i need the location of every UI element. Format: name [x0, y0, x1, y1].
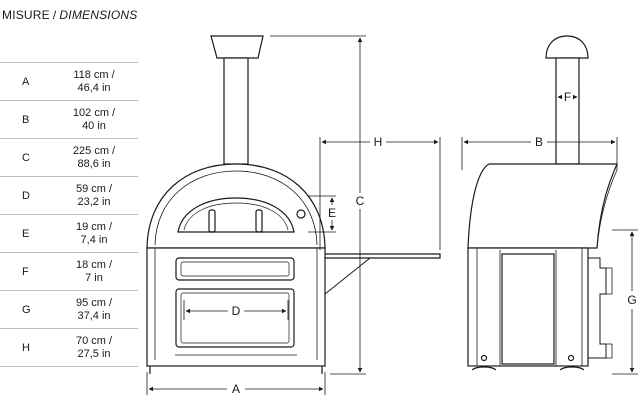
value-in: 40 in	[82, 119, 106, 132]
label-E: E	[328, 206, 336, 220]
table-row: D 59 cm /23,2 in	[0, 177, 138, 215]
table-row: A 118 cm /46,4 in	[0, 63, 138, 101]
oven-mouth	[177, 197, 295, 233]
value-cm: 19 cm /	[75, 220, 113, 233]
value-cm: 18 cm /	[75, 258, 113, 271]
title-italian: MISURE	[2, 8, 50, 22]
value-cm: 225 cm /	[72, 144, 116, 157]
dimension-letter: B	[22, 113, 30, 126]
front-view	[146, 35, 441, 374]
label-H: H	[374, 135, 383, 149]
side-shelf	[325, 253, 441, 259]
value-in: 46,4 in	[77, 81, 111, 94]
table-row: G 95 cm /37,4 in	[0, 291, 138, 329]
value-cm: 118 cm /	[73, 68, 115, 81]
label-C: C	[356, 194, 365, 208]
wood-drawer	[175, 257, 295, 281]
dimension-value: 70 cm /27,5 in	[50, 335, 138, 361]
value-in: 7 in	[85, 271, 103, 284]
value-cm: 102 cm /	[72, 106, 116, 119]
dimension-value: 18 cm /7 in	[50, 259, 138, 285]
label-A: A	[232, 382, 240, 396]
door-handle-left	[208, 209, 216, 233]
thermometer-icon	[296, 209, 306, 219]
value-in: 23,2 in	[77, 195, 111, 208]
value-in: 27,5 in	[77, 347, 111, 360]
dimension-value: 59 cm /23,2 in	[50, 183, 138, 209]
value-cm: 70 cm /	[75, 334, 113, 347]
dimension-letter: F	[22, 265, 29, 278]
door-handle-right	[255, 209, 263, 233]
value-cm: 59 cm /	[75, 182, 113, 195]
dimension-letter: C	[22, 151, 30, 164]
dimension-value: 118 cm /46,4 in	[50, 69, 138, 95]
table-row: H 70 cm /27,5 in	[0, 329, 138, 367]
title-english: DIMENSIONS	[59, 8, 138, 22]
chimney-pipe	[223, 57, 249, 165]
table-row: C 225 cm /88,6 in	[0, 139, 138, 177]
dimension-letter: G	[22, 303, 31, 316]
label-B: B	[535, 135, 543, 149]
label-F: F	[564, 90, 571, 104]
chimney-cap	[210, 35, 264, 59]
title-separator: /	[52, 8, 57, 22]
dimension-value: 102 cm /40 in	[50, 107, 138, 133]
side-chimney-pipe	[555, 57, 580, 165]
side-oven-body	[467, 163, 618, 249]
table-row: B 102 cm /40 in	[0, 101, 138, 139]
value-in: 88,6 in	[77, 157, 111, 170]
wood-storage	[175, 288, 295, 348]
wheel-icon	[480, 354, 488, 362]
table-row: E 19 cm /7,4 in	[0, 215, 138, 253]
side-door-panel	[501, 253, 555, 365]
dimension-value: 95 cm /37,4 in	[50, 297, 138, 323]
page-title: MISURE/DIMENSIONS	[2, 8, 137, 22]
dimension-letter: E	[22, 227, 30, 240]
label-D: D	[232, 304, 241, 318]
dimension-letter: H	[22, 341, 30, 354]
dimension-value: 225 cm /88,6 in	[50, 145, 138, 171]
table-row: F 18 cm /7 in	[0, 253, 138, 291]
label-G: G	[627, 293, 636, 307]
value-cm: 95 cm /	[75, 296, 113, 309]
dimension-letter: A	[22, 75, 30, 88]
dimensions-table: A 118 cm /46,4 in B 102 cm /40 in C 225 …	[0, 62, 138, 367]
dimension-value: 19 cm /7,4 in	[50, 221, 138, 247]
side-view	[467, 35, 618, 371]
value-in: 7,4 in	[80, 233, 108, 246]
value-in: 37,4 in	[77, 309, 111, 322]
dimension-letter: D	[22, 189, 30, 202]
side-handle	[588, 257, 607, 359]
side-chimney-cap	[545, 35, 589, 59]
wheel-icon	[567, 354, 575, 362]
